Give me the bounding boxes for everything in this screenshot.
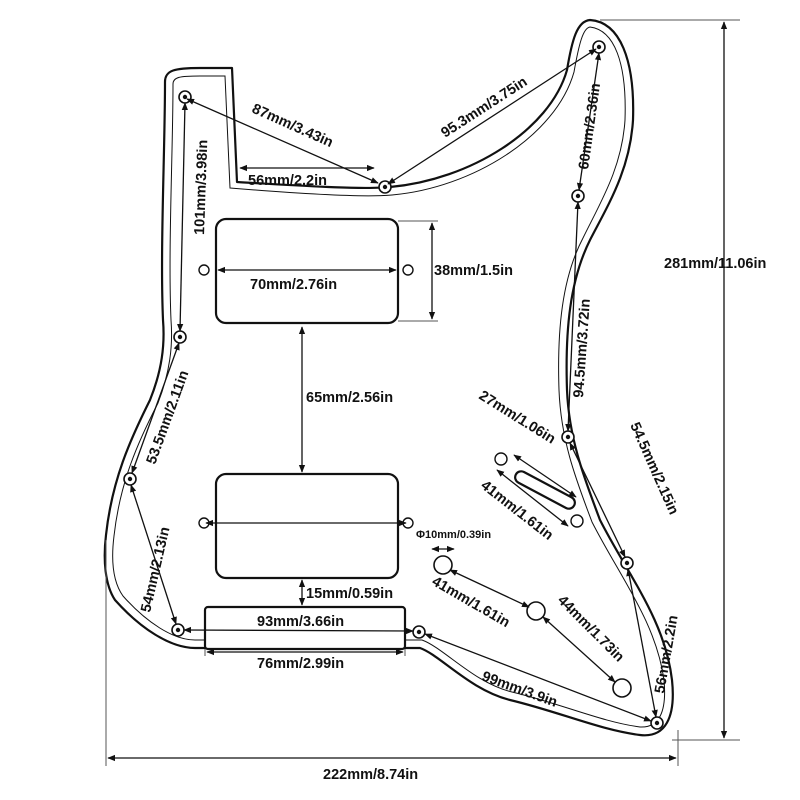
label-horn-notch-width: 56mm/2.2in <box>248 173 327 189</box>
label-right-lower-holes: 54.5mm/2.15in <box>626 420 681 517</box>
switch-hole-bottom <box>570 514 584 528</box>
label-bridge-hole-span: 93mm/3.66in <box>257 614 344 630</box>
label-top-left-to-center: 87mm/3.43in <box>249 101 335 151</box>
neck-mount-hole-right <box>402 264 414 276</box>
label-control-hole-diameter: Φ10mm/0.39in <box>416 529 491 541</box>
label-total-height: 281mm/11.06in <box>664 256 766 272</box>
label-right-mid-holes: 94.5mm/3.72in <box>571 298 594 398</box>
switch-hole-top <box>494 452 508 466</box>
label-neck-pickup-height: 38mm/1.5in <box>434 263 513 279</box>
control-hole-2 <box>526 601 546 621</box>
label-bridge-gap: 15mm/0.59in <box>306 586 393 602</box>
label-total-width: 222mm/8.74in <box>323 767 418 783</box>
control-hole-3 <box>612 678 632 698</box>
label-upper-horn-span: 95.3mm/3.75in <box>438 74 530 141</box>
neck-mount-hole-left <box>198 264 210 276</box>
label-neck-pickup-width: 70mm/2.76in <box>250 277 337 293</box>
label-pickup-spacing: 65mm/2.56in <box>306 390 393 406</box>
bridge-pickup-route <box>214 472 400 580</box>
label-bridge-route-width: 76mm/2.99in <box>257 656 344 672</box>
dimension-lines <box>105 19 740 766</box>
label-left-upper-holes: 101mm/3.98in <box>192 140 211 236</box>
pickguard-bevel <box>112 26 666 728</box>
neck-pickup-route <box>214 217 400 325</box>
control-hole-1 <box>433 555 453 575</box>
